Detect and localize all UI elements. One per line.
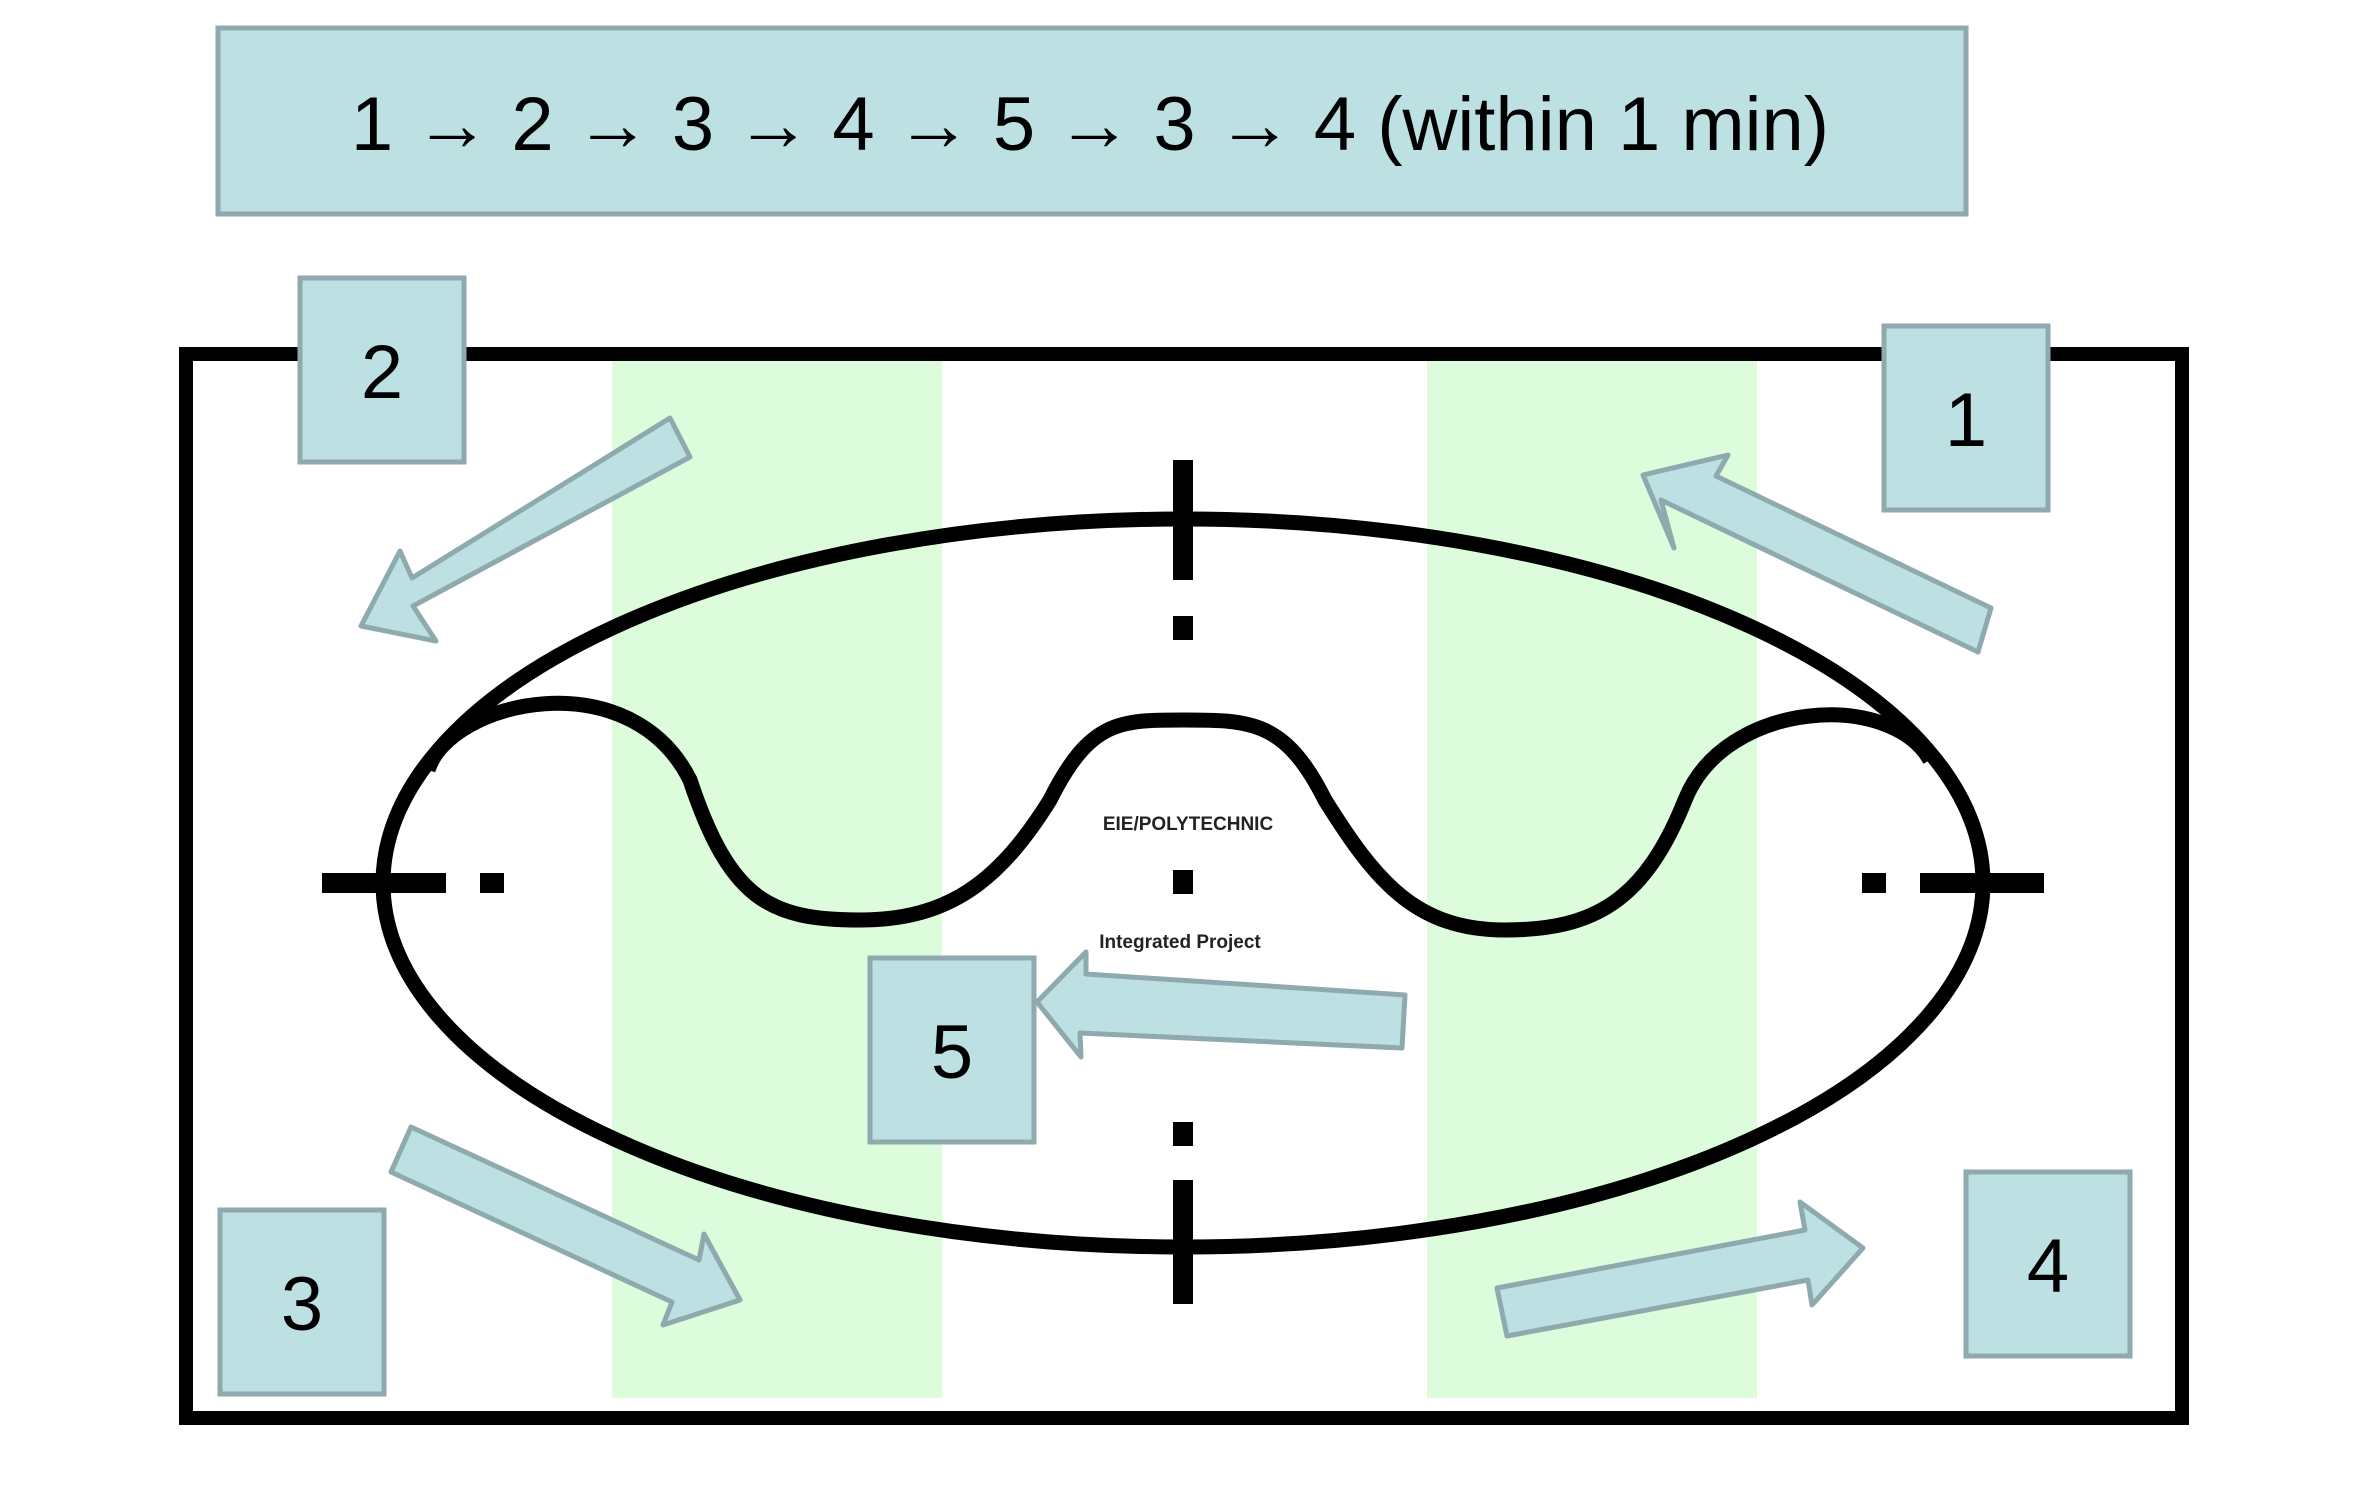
arena-title: EIE/POLYTECHNIC (1103, 814, 1274, 835)
marker-3: 3 (217, 1207, 387, 1397)
marker-4: 4 (1963, 1169, 2133, 1359)
marker-1-label: 1 (1945, 378, 1987, 463)
marker-5-box (867, 955, 1037, 1145)
marker-5: 5 (867, 955, 1037, 1145)
marker-2: 2 (297, 275, 467, 465)
arrow-1-to-2 (1640, 452, 1994, 655)
marker-1: 1 (1881, 323, 2051, 513)
arrow-to-5 (1034, 949, 1408, 1060)
marker-4-label: 4 (2027, 1224, 2069, 1309)
direction-arrows (358, 415, 1994, 1339)
marker-3-label: 3 (281, 1262, 323, 1347)
tick-bottom-short (1173, 1122, 1193, 1146)
tick-top-short (1173, 616, 1193, 640)
tick-right-long (1920, 873, 2044, 893)
marker-5-label: 5 (931, 1010, 973, 1095)
arrow-2-to-3 (358, 415, 693, 644)
marker-1-box (1881, 323, 2051, 513)
arrow-3-to-4 (388, 1124, 743, 1328)
wavy-track (420, 695, 1937, 938)
track-ticks (322, 460, 2044, 1304)
marker-2-label: 2 (361, 330, 403, 415)
sequence-text: 1 → 2 → 3 → 4 → 5 → 3 → 4 (within 1 min) (351, 82, 1829, 167)
tick-right-short (1862, 873, 1886, 893)
tick-bottom-long (1173, 1180, 1193, 1304)
sequence-box (215, 25, 1969, 217)
tick-left-long (322, 873, 446, 893)
marker-2-box (297, 275, 467, 465)
marker-3-box (217, 1207, 387, 1397)
arrow-to-4 (1494, 1199, 1866, 1339)
tick-top-long (1173, 460, 1193, 580)
marker-4-box (1963, 1169, 2133, 1359)
tick-center (1173, 870, 1193, 894)
arena-subtitle: Integrated Project (1099, 932, 1261, 953)
tick-left-short (480, 873, 504, 893)
arena-border (179, 347, 2189, 1425)
